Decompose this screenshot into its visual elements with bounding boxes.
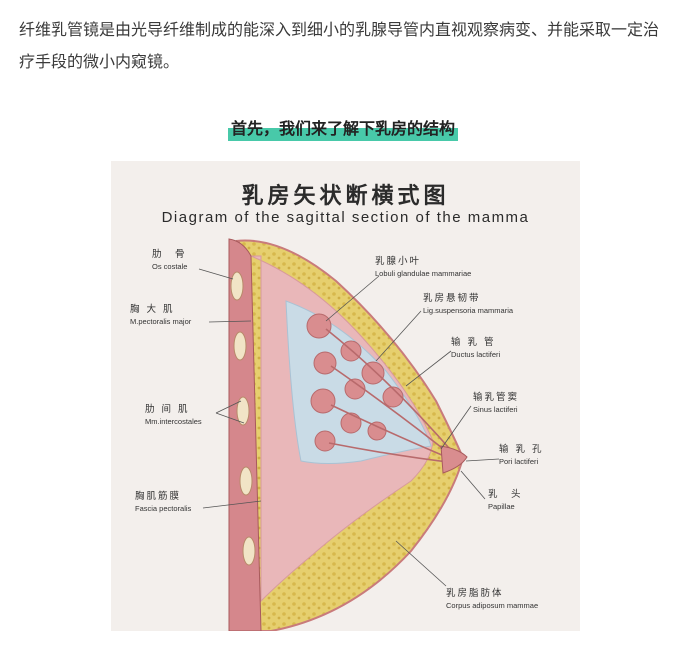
label-latin: Lig.suspensoria mammaria — [423, 306, 514, 315]
label-papillae: 乳 头 Papillae — [488, 489, 523, 512]
anatomy-diagram-image: 乳房矢状断横式图 Diagram of the sagittal section… — [111, 161, 580, 631]
label-zh: 乳房悬韧带 — [423, 293, 481, 304]
section-heading-row: 首先，我们来了解下乳房的结构 — [0, 117, 686, 141]
lobule — [310, 388, 336, 414]
label-zh: 乳腺小叶 — [375, 256, 422, 267]
leader-line — [395, 540, 447, 587]
lobule — [344, 378, 366, 400]
lobule — [382, 386, 404, 408]
leader-line — [215, 400, 242, 414]
leader-line — [198, 268, 234, 280]
label-lobuli: 乳腺小叶 Lobuli glandulae mammariae — [375, 256, 471, 279]
label-latin: Os costale — [152, 262, 188, 271]
leader-line — [202, 500, 262, 509]
label-zh: 胸肌筋膜 — [135, 491, 182, 502]
label-zh: 输 乳 管 — [451, 337, 496, 348]
rib-section — [230, 271, 244, 301]
rib-section — [236, 396, 250, 426]
label-zh: 乳房脂肪体 — [446, 588, 504, 599]
label-latin: Ductus lactiferi — [451, 350, 501, 359]
leader-line — [460, 470, 486, 500]
label-intercostales: 肋 间 肌 Mm.intercostales — [145, 404, 202, 427]
label-zh: 胸 大 肌 — [130, 304, 175, 315]
intro-paragraph: 纤维乳管镜是由光导纤维制成的能深入到细小的乳腺导管内直视观察病变、并能采取一定治… — [19, 20, 660, 71]
lobule — [313, 351, 337, 375]
leader-line — [405, 350, 452, 387]
leader-line — [375, 310, 422, 362]
lobule — [367, 421, 387, 441]
label-latin: Fascia pectoralis — [135, 504, 192, 513]
leader-line — [465, 458, 500, 462]
label-latin: Mm.intercostales — [145, 417, 202, 426]
lobule — [306, 313, 332, 339]
lobule — [340, 412, 362, 434]
label-zh: 肋 骨 — [152, 249, 187, 260]
diagram-title: 乳房矢状断横式图 — [241, 184, 450, 209]
label-zh: 输 乳 孔 — [499, 444, 544, 455]
leader-line — [440, 405, 472, 450]
lobule — [361, 361, 385, 385]
leader-line — [208, 320, 252, 323]
label-pectoralis-major: 胸 大 肌 M.pectoralis major — [130, 304, 191, 327]
rib-section — [233, 331, 247, 361]
breast-section-illustration — [198, 238, 500, 631]
rib-section — [242, 536, 256, 566]
leader-line — [325, 275, 380, 322]
lobule — [314, 430, 336, 452]
lobules-group — [306, 313, 404, 452]
rib-section — [239, 466, 253, 496]
label-latin: Pori lactiferi — [499, 457, 539, 466]
section-heading: 首先，我们来了解下乳房的结构 — [227, 117, 458, 141]
label-corpus-adiposum: 乳房脂肪体 Corpus adiposum mammae — [446, 588, 538, 611]
label-latin: Papillae — [488, 502, 515, 511]
duct-line — [325, 328, 457, 457]
right-leader-lines — [325, 275, 500, 587]
label-zh: 肋 间 肌 — [145, 404, 190, 415]
nipple-shape — [440, 445, 468, 474]
label-ductus: 输 乳 管 Ductus lactiferi — [451, 337, 500, 360]
label-sinus: 输乳管窦 Sinus lactiferi — [473, 392, 519, 415]
label-os-costale: 肋 骨 Os costale — [152, 249, 187, 272]
label-latin: M.pectoralis major — [130, 317, 192, 326]
label-lig-suspensoria: 乳房悬韧带 Lig.suspensoria mammaria — [423, 293, 513, 316]
diagram-subtitle: Diagram of the sagittal section of the m… — [161, 209, 530, 226]
label-pori: 输 乳 孔 Pori lactiferi — [499, 444, 544, 467]
label-latin: Corpus adiposum mammae — [446, 601, 539, 610]
label-zh: 输乳管窦 — [473, 392, 520, 403]
label-latin: Lobuli glandulae mammariae — [375, 269, 472, 278]
label-zh: 乳 头 — [488, 489, 523, 500]
section-heading-text: 首先，我们来了解下乳房的结构 — [230, 119, 455, 138]
leader-line — [215, 412, 245, 424]
label-latin: Sinus lactiferi — [473, 405, 518, 414]
heading-highlight — [227, 128, 458, 141]
label-fascia-pectoralis: 胸肌筋膜 Fascia pectoralis — [135, 491, 191, 514]
left-leader-lines — [198, 268, 262, 509]
ribs-group — [230, 271, 256, 566]
